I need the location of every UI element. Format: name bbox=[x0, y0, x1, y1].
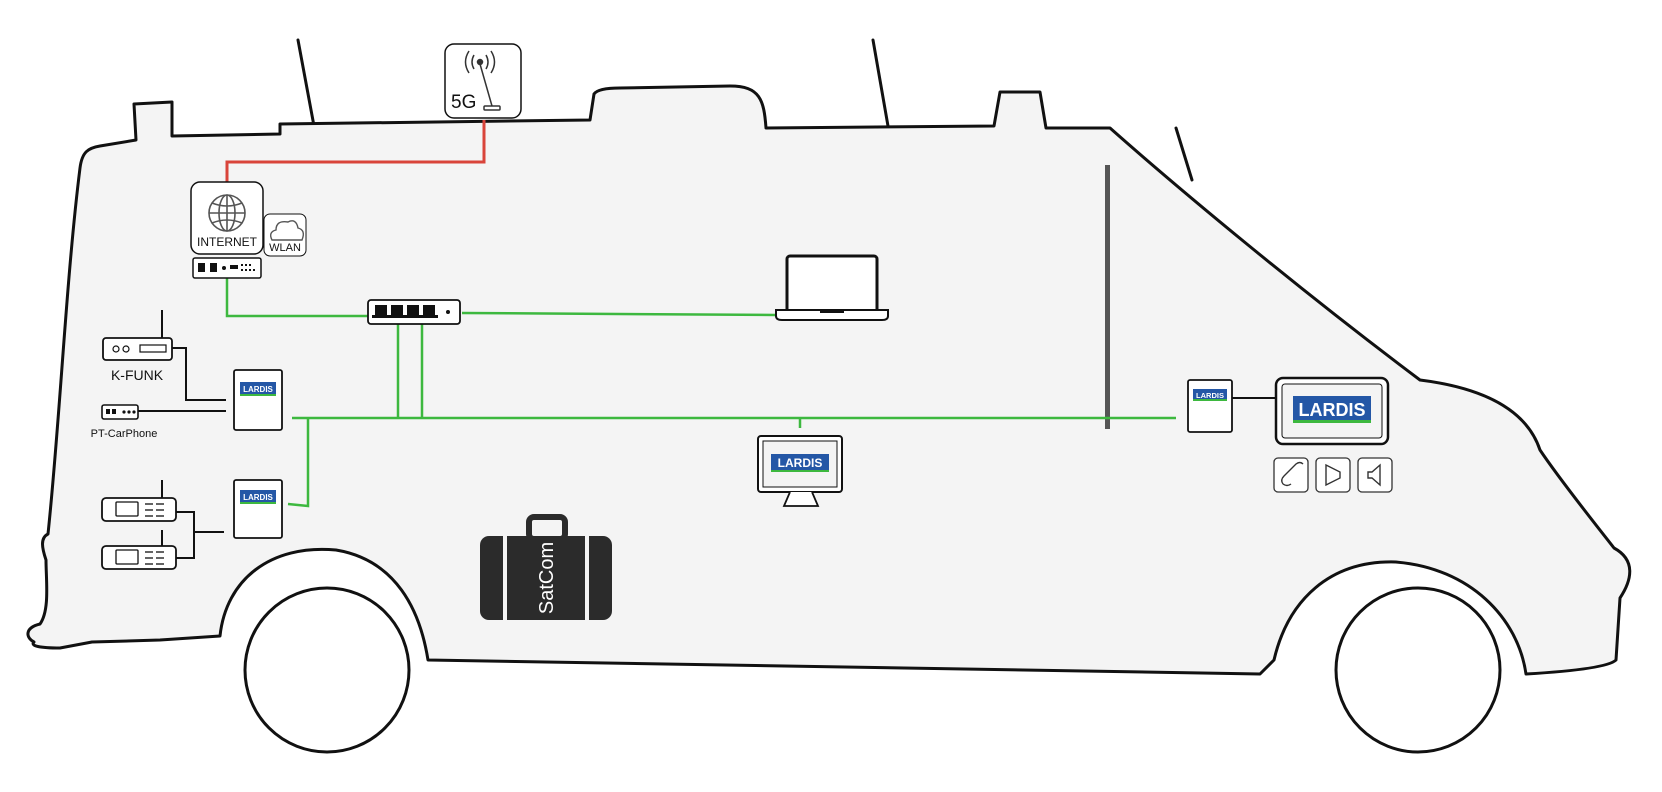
label-pt-carphone: PT-CarPhone bbox=[91, 428, 158, 440]
label-wlan: WLAN bbox=[269, 242, 301, 254]
k-funk-radio: K-FUNK bbox=[102, 310, 173, 383]
network-switch bbox=[367, 299, 461, 325]
internet-router: INTERNET bbox=[190, 181, 264, 279]
partition-bar bbox=[1105, 165, 1110, 429]
globe-icon bbox=[208, 194, 246, 232]
label-satcom: SatCom bbox=[536, 542, 558, 614]
lardis-label-upper: LARDIS bbox=[243, 385, 273, 394]
link-radio-1 bbox=[176, 511, 195, 559]
roof-antenna-left bbox=[296, 38, 316, 128]
label-5g: 5G bbox=[451, 92, 476, 113]
cloud-icon bbox=[269, 220, 305, 241]
radio-links bbox=[138, 347, 1276, 559]
satcom-case: SatCom bbox=[480, 514, 612, 620]
antenna-5g-icon bbox=[464, 50, 501, 111]
laptop bbox=[775, 254, 889, 321]
lan-link-internet-switch bbox=[225, 278, 368, 318]
phone-icon bbox=[1281, 461, 1304, 487]
lardis-box-upper: LARDIS bbox=[233, 369, 283, 431]
carphone-icon bbox=[101, 404, 139, 420]
lardis-box-right: LARDIS bbox=[1187, 379, 1233, 433]
roof-antenna-right bbox=[1174, 126, 1194, 182]
mobile-link bbox=[225, 120, 486, 182]
link-kfunk-lardis bbox=[172, 347, 226, 401]
suitcase-icon bbox=[480, 514, 612, 620]
rear-wheel bbox=[243, 586, 411, 754]
lardis-label-lower: LARDIS bbox=[243, 493, 273, 502]
speaker-out-icon bbox=[1325, 463, 1341, 487]
lardis-console: LARDIS bbox=[1274, 376, 1390, 446]
lardis-label-console: LARDIS bbox=[1299, 400, 1366, 420]
radio-icon bbox=[101, 545, 177, 570]
front-wheel bbox=[1334, 586, 1502, 754]
speaker-icon bbox=[1367, 463, 1381, 487]
lan-links bbox=[225, 278, 1176, 508]
lardis-label-right: LARDIS bbox=[1196, 391, 1224, 400]
lan-link-lardis-lower bbox=[287, 418, 310, 508]
roof-antennas bbox=[296, 38, 1194, 182]
pt-carphone: PT-CarPhone bbox=[91, 404, 158, 440]
lardis-box-lower: LARDIS bbox=[233, 479, 283, 539]
antenna-5g: 5G bbox=[444, 43, 522, 119]
radio-icon bbox=[102, 337, 173, 361]
lardis-monitor: LARDIS bbox=[757, 435, 843, 507]
radio-icon bbox=[101, 497, 177, 522]
wlan: WLAN bbox=[263, 213, 307, 257]
audio-controls bbox=[1273, 457, 1393, 493]
label-k-funk: K-FUNK bbox=[111, 367, 164, 383]
van-body bbox=[26, 84, 1632, 676]
laptop-icon bbox=[785, 254, 879, 314]
lardis-label-monitor: LARDIS bbox=[778, 456, 823, 470]
radio-units bbox=[101, 480, 177, 570]
roof-antenna-middle bbox=[871, 38, 890, 128]
label-internet: INTERNET bbox=[197, 235, 258, 249]
lan-link-switch-laptop bbox=[461, 311, 777, 317]
